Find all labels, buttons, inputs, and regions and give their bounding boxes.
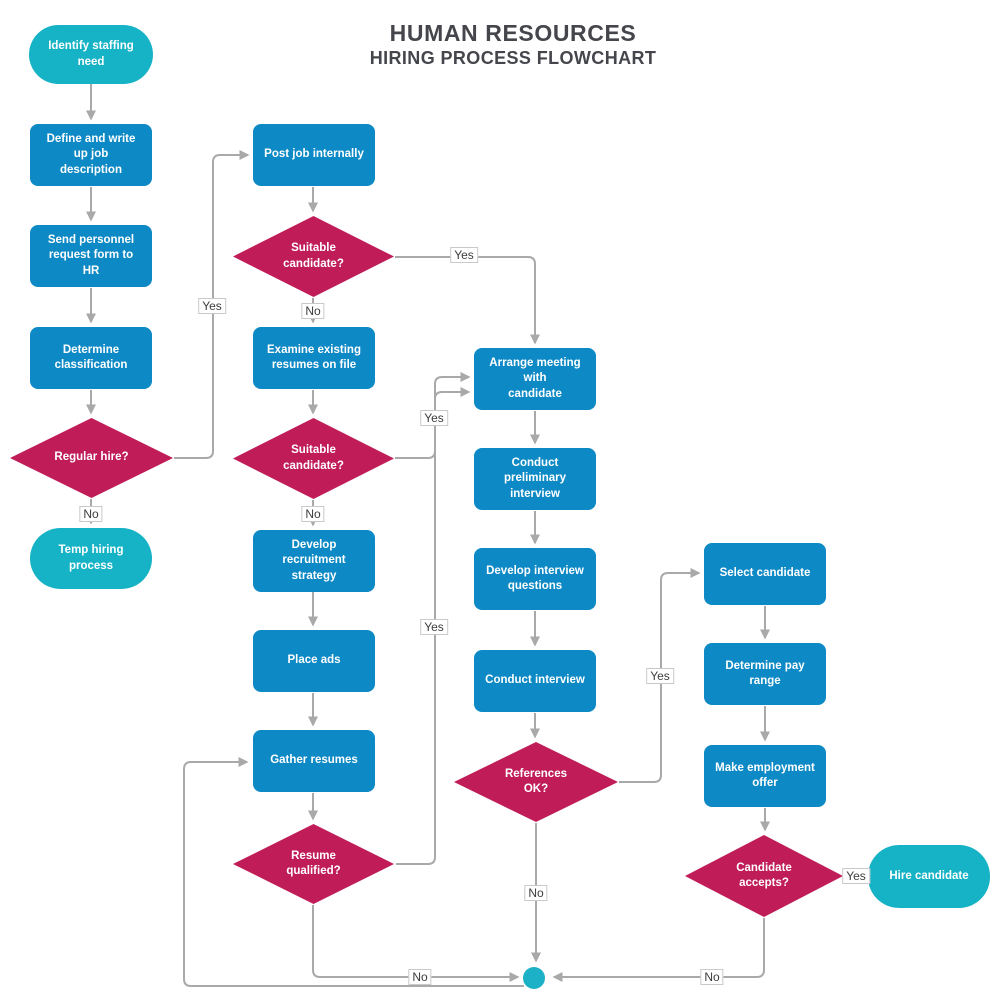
edge-label-suitable2-yes: Yes — [420, 410, 448, 426]
node-place-ads: Place ads — [253, 630, 375, 692]
page-title: HUMAN RESOURCES HIRING PROCESS FLOWCHART — [370, 20, 657, 69]
node-determine-pay-range: Determine pay range — [704, 643, 826, 705]
node-arrange-meeting: Arrange meeting with candidate — [474, 348, 596, 410]
node-develop-recruitment-strategy: Develop recruitment strategy — [253, 530, 375, 592]
node-temp-hiring-process: Temp hiring process — [30, 528, 152, 589]
edge-junction-loop-to-gather — [183, 757, 524, 987]
node-develop-interview-questions: Develop interview questions — [474, 548, 596, 610]
merge-junction-dot — [523, 967, 545, 989]
node-send-personnel-request: Send personnel request form to HR — [30, 225, 152, 287]
edge-accepts-no — [552, 918, 765, 982]
edge-label-accepts-no: No — [700, 969, 724, 985]
edge-label-accepts-yes: Yes — [842, 868, 870, 884]
edge-label-resume-qualified-yes: Yes — [420, 619, 448, 635]
node-make-employment-offer: Make employment offer — [704, 745, 826, 807]
edge-suitable1-yes — [395, 256, 540, 345]
edge-label-regular-hire-yes: Yes — [198, 298, 226, 314]
node-identify-staffing-need: Identify staffing need — [29, 25, 153, 84]
title-line1: HUMAN RESOURCES — [389, 20, 637, 46]
edge-label-references-no: No — [524, 885, 548, 901]
node-post-job-internally: Post job internally — [253, 124, 375, 186]
edge-label-suitable1-no: No — [301, 303, 325, 319]
node-select-candidate: Select candidate — [704, 543, 826, 605]
node-hire-candidate: Hire candidate — [868, 845, 990, 908]
edge-label-resume-qualified-no: No — [408, 969, 432, 985]
edge-resume-qualified-no — [312, 905, 520, 982]
edge-label-suitable2-no: No — [301, 506, 325, 522]
edge-label-regular-hire-no: No — [79, 506, 103, 522]
node-examine-existing-resumes: Examine existing resumes on file — [253, 327, 375, 389]
node-gather-resumes: Gather resumes — [253, 730, 375, 792]
node-conduct-interview: Conduct interview — [474, 650, 596, 712]
title-line2: HIRING PROCESS FLOWCHART — [369, 48, 657, 68]
node-conduct-preliminary-interview: Conduct preliminary interview — [474, 448, 596, 510]
node-define-job-description: Define and write up job description — [30, 124, 152, 186]
edge-label-references-yes: Yes — [646, 668, 674, 684]
edge-label-suitable1-yes: Yes — [450, 247, 478, 263]
node-determine-classification: Determine classification — [30, 327, 152, 389]
